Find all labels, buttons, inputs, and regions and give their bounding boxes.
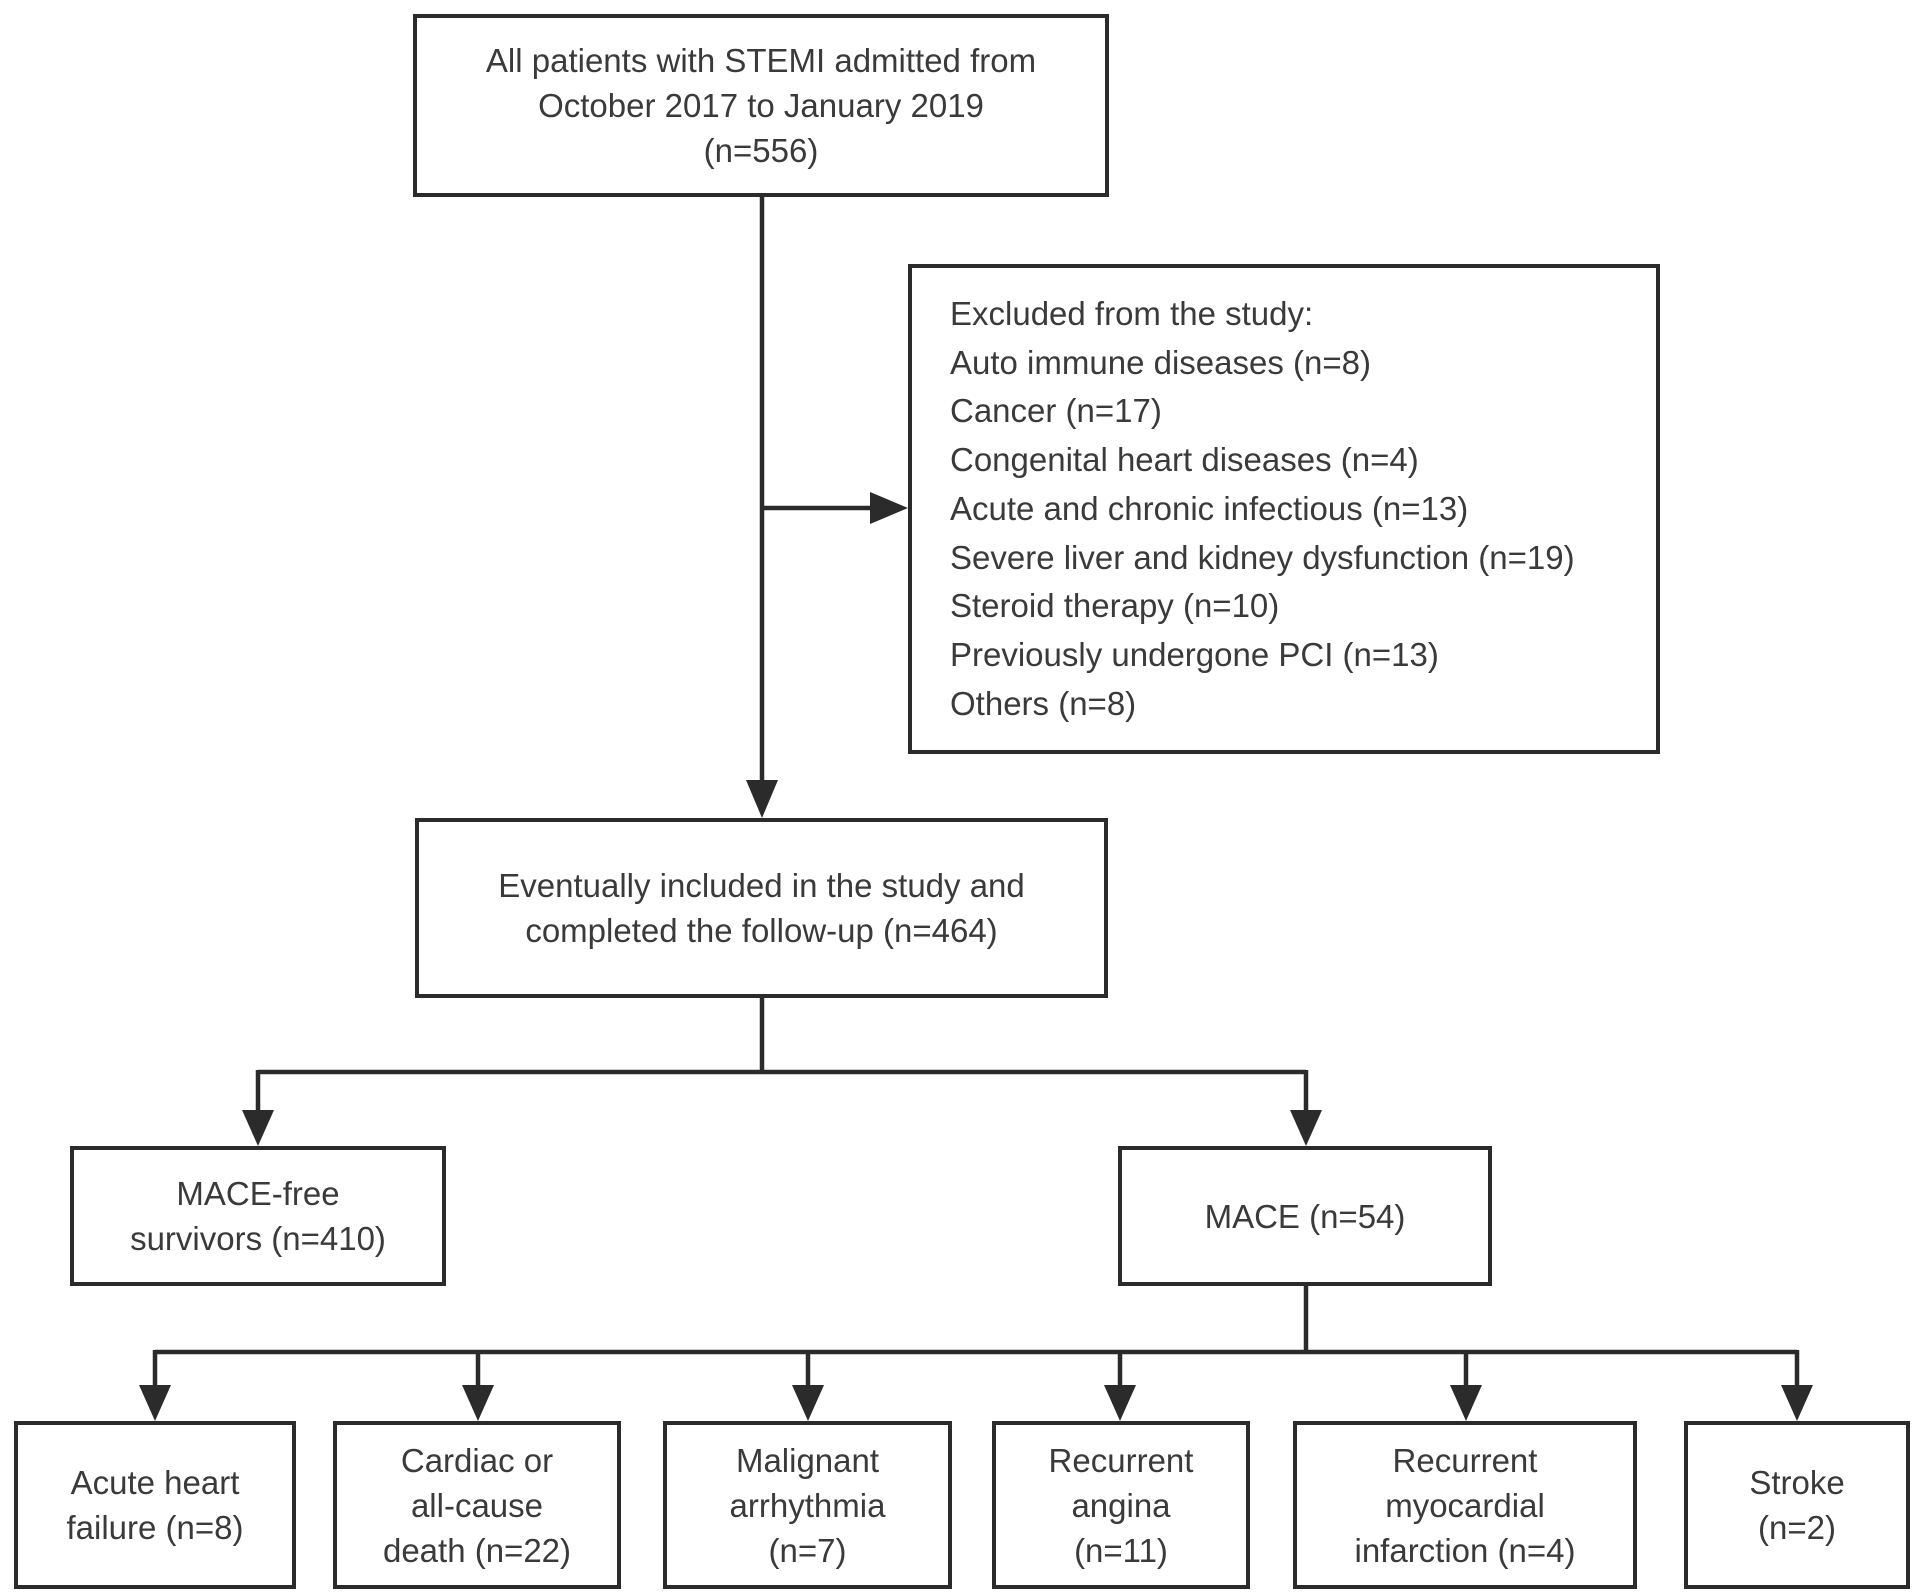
arrow-to-mace [1290, 1110, 1322, 1146]
source-population-box: All patients with STEMI admitted from Oc… [413, 14, 1109, 197]
excluded-item: Previously undergone PCI (n=13) [950, 635, 1439, 673]
outcome-acute-heart-failure: Acute heart failure (n=8) [14, 1421, 296, 1589]
outcome-line: Malignant [735, 1441, 880, 1479]
outcome-recurrent-mi: Recurrent myocardial infarction (n=4) [1293, 1421, 1637, 1589]
excluded-item: Severe liver and kidney dysfunction (n=1… [950, 538, 1575, 576]
outcome-line: (n=7) [768, 1531, 847, 1569]
excluded-item: Acute and chronic infectious (n=13) [950, 489, 1469, 527]
excluded-box: Excluded from the study: Auto immune dis… [908, 264, 1660, 754]
excluded-item: Others (n=8) [950, 684, 1137, 722]
excluded-heading: Excluded from the study: [950, 295, 1314, 332]
included-line-1: Eventually included in the study and [498, 867, 1025, 904]
outcome-stroke: Stroke (n=2) [1684, 1421, 1910, 1589]
outcome-recurrent-angina: Recurrent angina (n=11) [992, 1421, 1250, 1589]
outcome-line: Recurrent [1048, 1441, 1194, 1479]
outcome-line: infarction (n=4) [1354, 1531, 1576, 1569]
outcome-line: failure (n=8) [66, 1509, 244, 1546]
excluded-item: Steroid therapy (n=10) [950, 587, 1280, 625]
mace-line-1: MACE (n=54) [1204, 1197, 1406, 1235]
outcome-line: Stroke [1749, 1464, 1845, 1501]
arrow-to-outcome-3 [792, 1385, 824, 1421]
outcome-line: (n=11) [1074, 1531, 1168, 1569]
outcome-line: Acute heart [70, 1464, 240, 1501]
outcome-line: angina [1071, 1486, 1171, 1524]
arrow-to-included [746, 780, 778, 818]
outcome-line: Cardiac or [400, 1441, 554, 1479]
outcome-malignant-arrhythmia: Malignant arrhythmia (n=7) [663, 1421, 952, 1589]
mace-free-line-2: survivors (n=410) [130, 1220, 386, 1257]
excluded-item: Cancer (n=17) [950, 392, 1162, 430]
outcome-line: (n=2) [1758, 1509, 1836, 1546]
outcome-line: arrhythmia [729, 1486, 886, 1524]
arrow-to-outcome-1 [139, 1385, 171, 1421]
outcome-line: myocardial [1385, 1486, 1545, 1524]
included-line-2: completed the follow-up (n=464) [525, 912, 998, 949]
outcome-line: Recurrent [1392, 1441, 1538, 1479]
mace-box: MACE (n=54) [1118, 1146, 1492, 1286]
mace-free-box: MACE-free survivors (n=410) [70, 1146, 446, 1286]
arrow-to-mace-free [242, 1110, 274, 1146]
source-line-3: (n=556) [703, 132, 819, 169]
arrow-to-excluded [870, 492, 908, 524]
source-line-2: October 2017 to January 2019 [538, 87, 984, 124]
included-box: Eventually included in the study and com… [415, 818, 1108, 998]
excluded-item: Auto immune diseases (n=8) [950, 343, 1371, 381]
outcome-line: all-cause [410, 1486, 544, 1524]
source-line-1: All patients with STEMI admitted from [485, 42, 1037, 79]
arrow-to-outcome-2 [462, 1385, 494, 1421]
outcome-cardiac-death: Cardiac or all-cause death (n=22) [333, 1421, 621, 1589]
outcome-line: death (n=22) [382, 1531, 572, 1569]
arrow-to-outcome-6 [1781, 1385, 1813, 1421]
mace-free-line-1: MACE-free [176, 1175, 340, 1212]
excluded-item: Congenital heart diseases (n=4) [950, 441, 1419, 479]
arrow-to-outcome-5 [1450, 1385, 1482, 1421]
arrow-to-outcome-4 [1104, 1385, 1136, 1421]
